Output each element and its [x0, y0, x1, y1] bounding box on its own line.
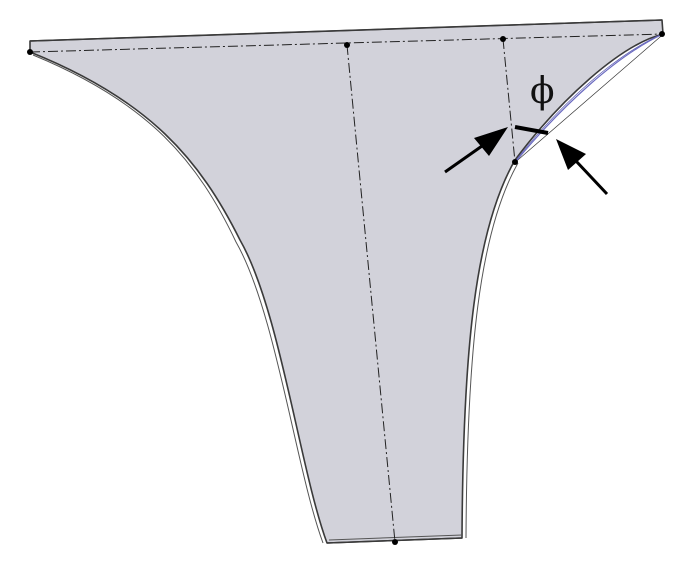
vertex-dot-top-right	[659, 31, 665, 37]
angle-label: ϕ	[530, 71, 555, 112]
vertex-dot-hinge	[512, 159, 518, 165]
right-arrow	[556, 139, 609, 196]
left-arrow	[444, 127, 508, 174]
left-curve-inner-edge	[32, 54, 324, 544]
construction-line-top	[29, 33, 664, 53]
flap-shape	[29, 19, 664, 544]
construction-line-right	[502, 38, 516, 163]
construction-line-center	[346, 44, 396, 543]
top-edge-line	[29, 19, 663, 42]
vertex-dot-top-center	[344, 42, 350, 48]
vertex-dot-top-left	[27, 49, 33, 55]
vertex-dot-bottom	[392, 539, 398, 545]
angle-marker-line	[514, 125, 549, 135]
bottom-inner-edge	[328, 534, 463, 541]
right-curve-inner-edge	[465, 162, 519, 539]
lifted-wedge-fill	[515, 34, 663, 162]
vertex-dot-top-right-inner	[500, 36, 506, 42]
lifted-edge-curve-over	[516, 33, 664, 161]
